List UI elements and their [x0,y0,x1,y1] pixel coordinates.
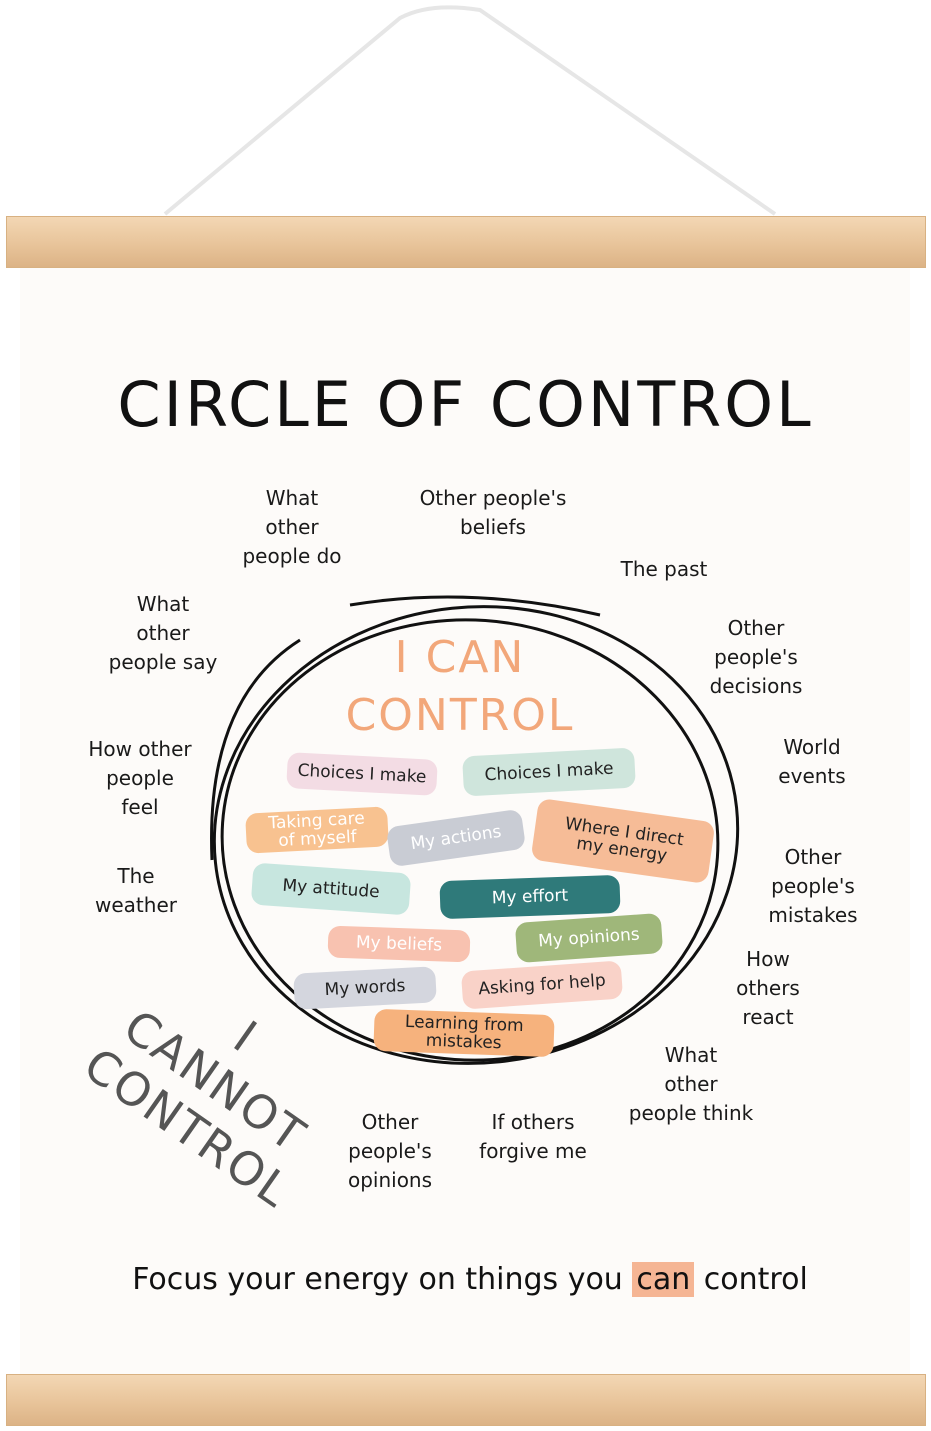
hanging-string [163,5,777,216]
outside-item-the-weather: The weather [95,864,177,917]
poster-title: CIRCLE OF CONTROL [117,368,814,441]
pill-my-effort: My effort [439,874,621,920]
outside-item-others-mistakes: Other people's mistakes [768,845,858,927]
control-heading: CONTROL [345,690,575,741]
top-wooden-rod [6,216,926,268]
footer-slogan: Focus your energy on things you can cont… [90,1262,850,1297]
outside-item-what-people-say: What other people say [108,592,218,674]
outside-item-world-events: World events [778,735,846,788]
footer-text-before: Focus your energy on things you [132,1262,633,1297]
outside-item-others-decisions: Other people's decisions [709,616,803,698]
outside-item-the-past: The past [620,557,708,581]
pill-my-words: My words [293,966,437,1010]
bottom-wooden-rod [6,1374,926,1426]
outside-item-what-people-think: What other people think [628,1043,754,1125]
outside-item-others-react: How others react [736,947,800,1029]
footer-highlight: can [632,1262,695,1297]
pill-learning-mistakes: Learning from mistakes [373,1008,555,1058]
outside-item-what-people-do: What other people do [242,486,342,568]
outside-item-others-forgive: If others forgive me [479,1110,587,1163]
footer-text-after: control [694,1262,808,1297]
outside-item-how-people-feel: How other people feel [88,737,192,819]
outside-item-others-opinions: Other people's opinions [347,1110,433,1192]
pill-taking-care: Taking care of myself [245,806,389,854]
outside-item-others-beliefs: Other people's beliefs [419,486,567,539]
pill-my-beliefs: My beliefs [327,925,471,963]
i-can-heading: I CAN [394,632,526,683]
